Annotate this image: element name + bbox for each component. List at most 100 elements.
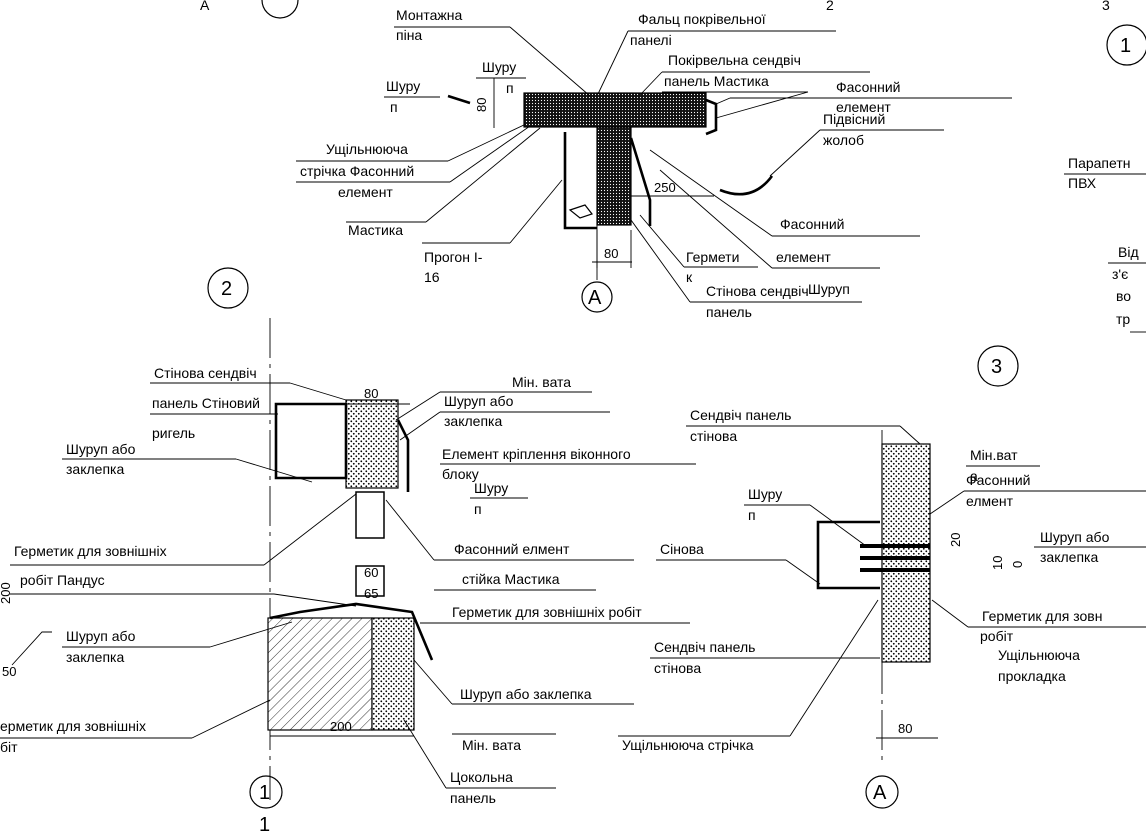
fascia-flashing xyxy=(705,98,718,136)
detail-3: 3 А 80 20 10 0 Сендвіч панель стінова Мі… xyxy=(618,345,1146,809)
svg-text:1: 1 xyxy=(259,814,270,833)
label-shurup-zakl: Шуруп або xyxy=(444,393,514,409)
plinth-insulation xyxy=(371,617,415,731)
label-vid: Від xyxy=(1118,244,1139,260)
svg-text:панель: панель xyxy=(450,790,496,806)
wall-rigel xyxy=(274,402,348,480)
svg-text:панель: панель xyxy=(706,304,752,320)
dim-80-side: 80 xyxy=(474,98,489,112)
window-frame-top xyxy=(355,491,385,539)
svg-text:елемент: елемент xyxy=(836,99,891,115)
label-montazhna: Монтажна xyxy=(396,7,462,23)
wall-sandwich-panel-top xyxy=(596,126,632,226)
svg-text:стінова: стінова xyxy=(690,428,737,444)
svg-text:50: 50 xyxy=(2,664,16,679)
label-shurup-zakl-3: Шуруп або xyxy=(1040,529,1110,545)
label-uschil-strichka: Ущільнююча стрічка xyxy=(622,737,754,753)
label-shurup-small: Шуру xyxy=(474,480,508,496)
label-shurup-a: Шуру xyxy=(482,59,516,75)
detail-top: 80 250 80 А Монтажна піна Фальц покрівел… xyxy=(296,7,1012,320)
label-fasonnyi-a: Фасонний xyxy=(836,79,900,95)
window-frame-bottom xyxy=(355,565,385,597)
axis-1-marker xyxy=(249,775,283,809)
top-edge-three: 3 xyxy=(1102,0,1110,13)
svg-text:3: 3 xyxy=(991,356,1002,378)
svg-text:к: к xyxy=(686,269,693,285)
label-germetyk: Гермети xyxy=(686,249,739,265)
label-shurup-left: Шуруп або xyxy=(66,441,136,457)
label-fasonnyi-2: Фасонний елмент xyxy=(454,541,570,557)
label-sendvich-3: Сендвіч панель xyxy=(690,407,791,423)
svg-text:65: 65 xyxy=(364,586,378,601)
svg-text:а: а xyxy=(970,468,978,484)
label-fasonnyi-b: Фасонний xyxy=(780,216,844,232)
label-tsokol: Цокольна xyxy=(450,769,513,785)
label-germetyk-3: Герметик для зовн xyxy=(982,608,1102,624)
dim-250: 250 xyxy=(654,180,676,195)
svg-text:16: 16 xyxy=(424,269,440,285)
svg-text:стійка Мастика: стійка Мастика xyxy=(462,571,560,587)
svg-text:елемент: елемент xyxy=(338,184,393,200)
svg-text:робіт Пандус: робіт Пандус xyxy=(20,572,105,588)
label-shurup-3: Шуру xyxy=(748,486,782,502)
label-sendvich-b-3: Сендвіч панель xyxy=(654,639,755,655)
svg-text:заклепка: заклепка xyxy=(66,649,124,665)
label-min-vat-3: Мін.ват xyxy=(970,447,1018,463)
marker-section-1 xyxy=(1106,24,1146,66)
label-stinova: Стінова сендвіч xyxy=(706,283,809,299)
svg-text:п: п xyxy=(748,507,756,523)
axis-a-marker-bottom xyxy=(865,775,899,809)
svg-text:з'є: з'є xyxy=(1112,266,1128,282)
purlin-flange xyxy=(568,204,593,219)
svg-text:елмент: елмент xyxy=(966,493,1014,509)
label-shurup-b: Шуру xyxy=(386,78,420,94)
label-progon: Прогон І- xyxy=(424,249,483,265)
svg-text:60: 60 xyxy=(364,565,378,580)
label-shurup-bot-left: Шуруп або xyxy=(66,628,136,644)
axis-a-marker-top xyxy=(581,281,613,313)
label-sinova: Сінова xyxy=(660,541,704,557)
svg-text:10: 10 xyxy=(990,556,1005,570)
label-uschil: Ущільнююча xyxy=(326,141,408,157)
label-fasonnyi-3: Фасонний xyxy=(966,472,1030,488)
label-mastyka: Мастика xyxy=(348,222,403,238)
svg-text:200: 200 xyxy=(0,582,13,604)
hanging-gutter xyxy=(719,175,774,196)
label-element-kripl: Елемент кріплення віконного xyxy=(442,446,631,462)
svg-text:А: А xyxy=(588,287,602,309)
detail-right-fragment: 1 Парапетн ПВХ Від з'є во тр xyxy=(1064,24,1146,333)
svg-text:п: п xyxy=(390,99,398,115)
svg-text:блоку: блоку xyxy=(442,466,479,482)
svg-text:стінова: стінова xyxy=(654,660,701,676)
svg-text:80: 80 xyxy=(898,721,912,736)
svg-text:заклепка: заклепка xyxy=(66,461,124,477)
wall-panel-3 xyxy=(881,443,931,663)
svg-text:0: 0 xyxy=(1010,561,1025,568)
label-pidvisnyi: Підвісний xyxy=(823,111,885,127)
flashing-right xyxy=(629,137,652,226)
label-stinova-2: Стінова сендвіч xyxy=(154,365,257,381)
label-shurup-c: Шуруп xyxy=(808,281,850,297)
svg-text:панель Мастика: панель Мастика xyxy=(664,73,769,89)
marker-section-3 xyxy=(977,345,1019,387)
svg-text:елемент: елемент xyxy=(776,249,831,265)
svg-text:ригель: ригель xyxy=(152,425,195,441)
svg-text:п: п xyxy=(506,80,514,96)
svg-text:20: 20 xyxy=(948,533,963,547)
label-min-vata-top: Мін. вата xyxy=(512,374,571,390)
svg-text:біт: біт xyxy=(0,739,18,755)
label-uschil-3: Ущільнююча xyxy=(998,647,1080,663)
svg-text:заклепка: заклепка xyxy=(1040,549,1098,565)
label-min-vata-bot: Мін. вата xyxy=(462,737,521,753)
detail-2: 2 1 1 80 60 65 200 50 200 Стінова сендві… xyxy=(0,267,696,833)
svg-text:прокладка: прокладка xyxy=(998,668,1066,684)
label-falts: Фальц покрівельної xyxy=(638,11,766,27)
top-edge-circle xyxy=(261,0,299,19)
top-edge-fragments: А 2 3 xyxy=(200,0,1110,19)
svg-text:200: 200 xyxy=(330,719,352,734)
svg-text:п: п xyxy=(474,501,482,517)
roof-sandwich-panel xyxy=(523,92,707,128)
label-parapet: Парапетн xyxy=(1068,155,1130,171)
svg-text:піна: піна xyxy=(396,27,422,43)
